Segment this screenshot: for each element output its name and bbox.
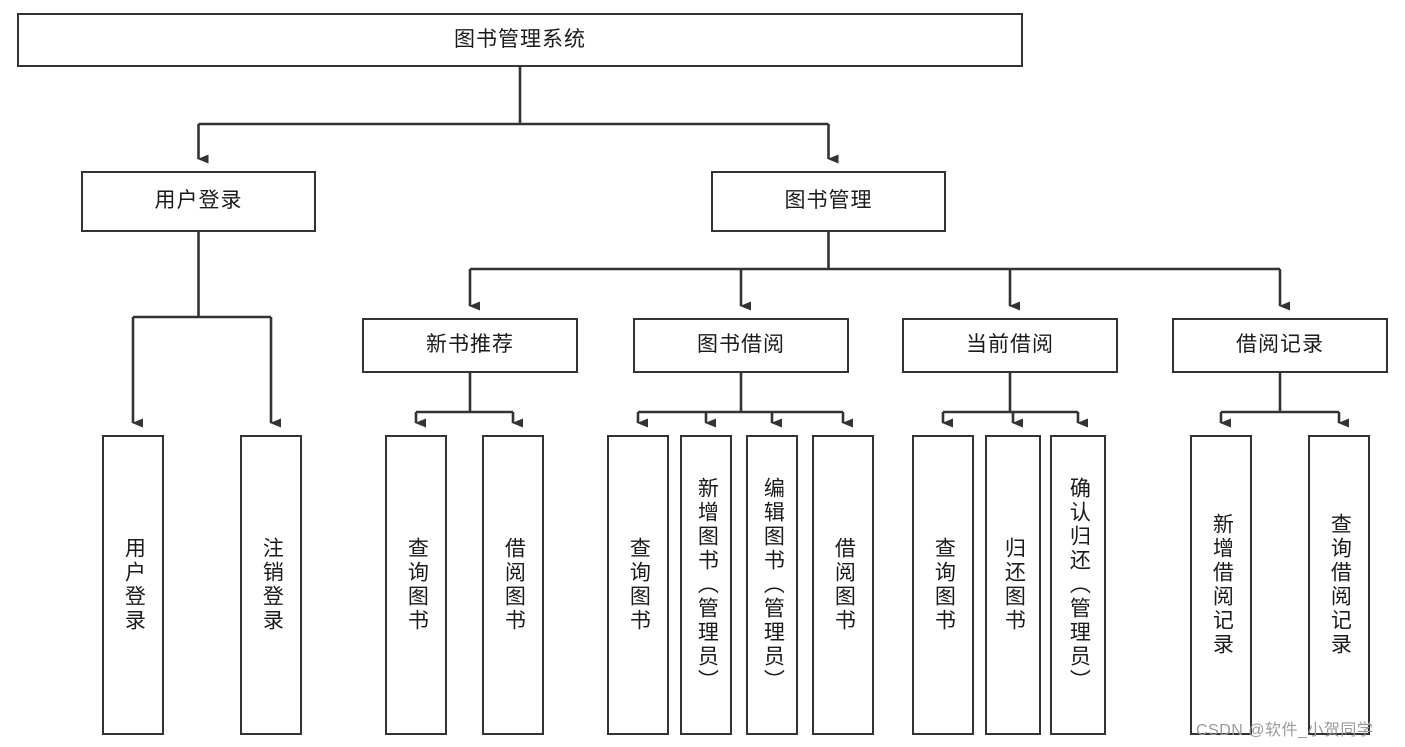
node-label: 图书管理系统 [454,27,586,51]
node-label: 借阅记录 [1236,333,1324,357]
leaf-node-leaf-query-book-1[interactable]: 查询图书 [385,435,447,735]
node-label: 用户登录 [122,537,146,633]
leaf-node-leaf-logout[interactable]: 注销登录 [240,435,302,735]
node-label: 借阅图书 [832,537,856,633]
csdn-watermark: CSDN @软件_小贺同学 [1196,722,1374,739]
root-node-root[interactable]: 图书管理系统 [17,13,1023,67]
node-label: 归还图书 [1002,537,1026,633]
leaf-node-leaf-confirm-return[interactable]: 确认归还（管理员） [1050,435,1106,735]
node-label: 查询图书 [932,537,956,633]
leaf-node-leaf-user-login[interactable]: 用户登录 [102,435,164,735]
node-label: 查询借阅记录 [1328,513,1352,657]
node-label: 用户登录 [154,189,243,213]
node-label: 借阅图书 [502,537,526,633]
branch-node-current-borrow[interactable]: 当前借阅 [902,318,1118,373]
node-label: 新增图书（管理员） [695,477,719,693]
branch-node-borrow-record[interactable]: 借阅记录 [1172,318,1388,373]
branch-node-user-login[interactable]: 用户登录 [81,171,316,232]
leaf-node-leaf-query-record[interactable]: 查询借阅记录 [1308,435,1370,735]
leaf-node-leaf-edit-book[interactable]: 编辑图书（管理员） [746,435,798,735]
node-label: 编辑图书（管理员） [761,477,785,693]
branch-node-book-manage[interactable]: 图书管理 [711,171,946,232]
leaf-node-leaf-add-book[interactable]: 新增图书（管理员） [680,435,732,735]
node-label: 确认归还（管理员） [1067,477,1091,693]
node-label: 查询图书 [627,537,651,633]
leaf-node-leaf-return-book[interactable]: 归还图书 [985,435,1041,735]
leaf-node-leaf-borrow-book-2[interactable]: 借阅图书 [812,435,874,735]
node-label: 图书借阅 [697,333,785,357]
node-label: 当前借阅 [966,333,1054,357]
branch-node-new-book-rec[interactable]: 新书推荐 [362,318,578,373]
node-label: 新增借阅记录 [1210,513,1234,657]
leaf-node-leaf-query-book-3[interactable]: 查询图书 [912,435,974,735]
node-label: 图书管理 [784,189,873,213]
node-label: 新书推荐 [426,333,514,357]
node-label: 查询图书 [405,537,429,633]
node-label: 注销登录 [260,537,284,633]
leaf-node-leaf-query-book-2[interactable]: 查询图书 [607,435,669,735]
leaf-node-leaf-add-record[interactable]: 新增借阅记录 [1190,435,1252,735]
leaf-node-leaf-borrow-book-1[interactable]: 借阅图书 [482,435,544,735]
branch-node-book-borrow[interactable]: 图书借阅 [633,318,849,373]
